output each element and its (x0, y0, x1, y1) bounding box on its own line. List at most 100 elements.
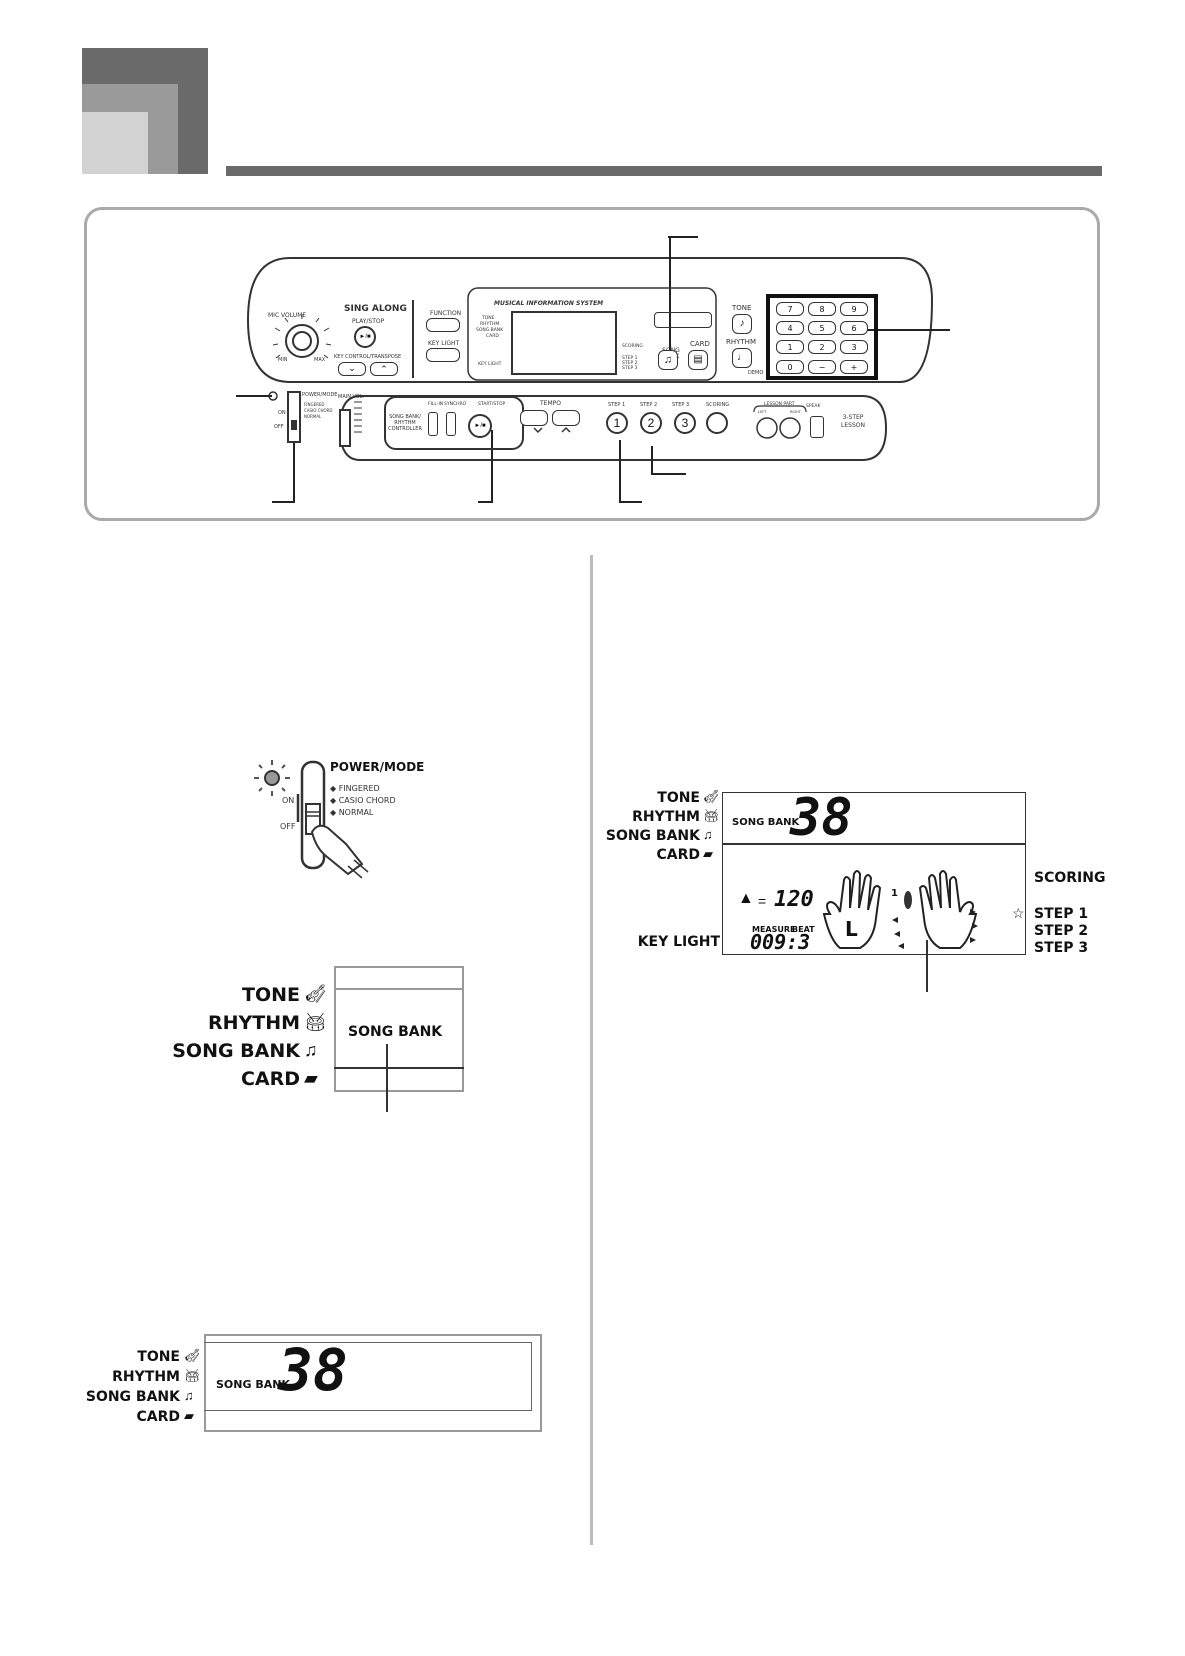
off-label: OFF (274, 424, 284, 430)
song-bank-icon: ♫ (703, 827, 713, 842)
lcd-small-indicator: SONG BANK (348, 1024, 443, 1040)
key-light-button[interactable] (426, 348, 460, 362)
key-down-button[interactable]: ⌄ (338, 362, 366, 376)
tone-button[interactable]: ♪ (732, 314, 752, 334)
keypad-key[interactable]: 9 (840, 302, 868, 316)
start-stop-button[interactable]: ►/■ (468, 414, 492, 438)
header-rule (226, 166, 1102, 176)
display-title: MUSICAL INFORMATION SYSTEM (494, 300, 604, 307)
on-label: ON (278, 410, 286, 416)
card-icon: ▰ (304, 1068, 318, 1088)
display-mode-tone: TONE (482, 316, 495, 321)
key-up-button[interactable]: ⌃ (370, 362, 398, 376)
display-steps: STEP 1 STEP 2 STEP 3 (622, 356, 638, 371)
drum-icon: 🥁︎ (703, 808, 720, 823)
lcd-large-card: CARD (656, 847, 700, 863)
hands-svg (822, 870, 978, 949)
keypad-minus[interactable]: − (808, 360, 836, 374)
function-label: FUNCTION (430, 310, 462, 317)
lcd-small-tone: TONE (242, 984, 300, 1006)
mode-normal: ◆ NORMAL (330, 808, 374, 817)
drum-icon: 🥁︎ (304, 1012, 327, 1032)
lcd-wide-indicator: SONG BANK (216, 1378, 290, 1391)
scoring-button[interactable] (706, 412, 728, 434)
finger-callout (926, 940, 928, 992)
panel-outline-svg (236, 236, 950, 503)
rhythm-button-label: RHYTHM (726, 338, 756, 346)
play-stop-label: PLAY/STOP (352, 318, 385, 325)
demo-label: DEMO (748, 370, 764, 376)
keypad-key[interactable]: 3 (840, 340, 868, 354)
key-light-label: KEY LIGHT (428, 340, 460, 347)
keypad-key[interactable]: 4 (776, 321, 804, 335)
speak-button[interactable] (810, 416, 824, 438)
metronome-icon: ▲ (738, 890, 754, 907)
lcd-large-scoring: SCORING (1034, 870, 1106, 886)
lesson-part-label: LESSON PART (764, 402, 795, 407)
keypad-key[interactable]: 0 (776, 360, 804, 374)
step2-button[interactable]: 2 (640, 412, 662, 434)
violin-icon: 🎻︎ (703, 789, 720, 804)
tempo-down-button[interactable] (520, 410, 548, 426)
star-icon: ☆ (1012, 905, 1025, 921)
lcd-wide-song-bank: SONG BANK (85, 1389, 180, 1405)
card-icon: ▰ (703, 846, 713, 861)
keypad-key[interactable]: 6 (840, 321, 868, 335)
step1-button[interactable]: 1 (606, 412, 628, 434)
lcd-large-step1: STEP 1 (1034, 906, 1089, 922)
scoring-label: SCORING (706, 402, 730, 408)
lcd-large-step2: STEP 2 (1034, 923, 1089, 939)
sing-along-label: SING ALONG (344, 304, 407, 314)
card-button[interactable]: ▤ (688, 350, 708, 370)
synchro-button[interactable] (446, 412, 456, 436)
lcd-large-rhythm: RHYTHM (632, 809, 700, 825)
lcd-large-divider (722, 843, 1026, 845)
display-key-light: KEY LIGHT (478, 362, 502, 367)
step1-label: STEP 1 (608, 402, 626, 408)
lcd-large-step3: STEP 3 (1034, 940, 1089, 956)
start-stop-label: START/STOP (478, 402, 506, 407)
three-step-lesson-label: 3-STEP LESSON (841, 414, 865, 429)
lcd-large-number: 38 (790, 788, 853, 848)
drum-icon: 🥁︎ (184, 1368, 201, 1383)
keypad-key[interactable]: 7 (776, 302, 804, 316)
lcd-small-card: CARD (240, 1068, 300, 1090)
keypad-key[interactable]: 8 (808, 302, 836, 316)
rhythm-button[interactable]: ♩ (732, 348, 752, 368)
song-bank-button[interactable]: ♫ (658, 350, 678, 370)
lesson-left-label: LEFT (758, 410, 767, 414)
panel-frame (84, 207, 1100, 521)
fingered-label: FINGERED (304, 402, 325, 407)
lcd-large-key-light: KEY LIGHT (637, 934, 720, 950)
keypad-key[interactable]: 1 (776, 340, 804, 354)
tempo-value: 120 (774, 887, 814, 912)
card-icon: ▰ (184, 1408, 194, 1423)
indicator-callout (386, 1044, 388, 1112)
lcd-wide-frame (204, 1334, 542, 1432)
violin-icon: 🎻︎ (184, 1348, 201, 1363)
display-mode-rhythm: RHYTHM (480, 322, 500, 327)
keypad-key[interactable]: 2 (808, 340, 836, 354)
step3-button[interactable]: 3 (674, 412, 696, 434)
function-button[interactable] (426, 318, 460, 332)
display-scoring: SCORING (622, 344, 643, 349)
measure-label: MEASURE (752, 925, 796, 934)
display-mode-card: CARD (486, 334, 499, 339)
tempo-equals: = (758, 893, 767, 909)
keypad-plus[interactable]: + (840, 360, 868, 374)
lcd-wide-tone: TONE (137, 1349, 180, 1365)
lcd-wide-card: CARD (136, 1409, 180, 1425)
song-bank-icon: ♫ (304, 1040, 318, 1060)
measure-beat-value: 009:3 (750, 930, 811, 954)
step3-label: STEP 3 (672, 402, 690, 408)
fill-in-button[interactable] (428, 412, 438, 436)
lcd-small-frame (334, 966, 464, 1092)
lcd-wide-band (204, 1342, 532, 1411)
tempo-up-button[interactable] (552, 410, 580, 426)
column-divider (590, 555, 593, 1545)
controller-label: SONG BANK/ RHYTHM CONTROLLER (388, 414, 422, 432)
sing-along-play-button[interactable]: ►/■ (354, 326, 376, 348)
left-hand-label: L (845, 917, 858, 941)
keypad-key[interactable]: 5 (808, 321, 836, 335)
power-switch-illustration (254, 760, 369, 879)
